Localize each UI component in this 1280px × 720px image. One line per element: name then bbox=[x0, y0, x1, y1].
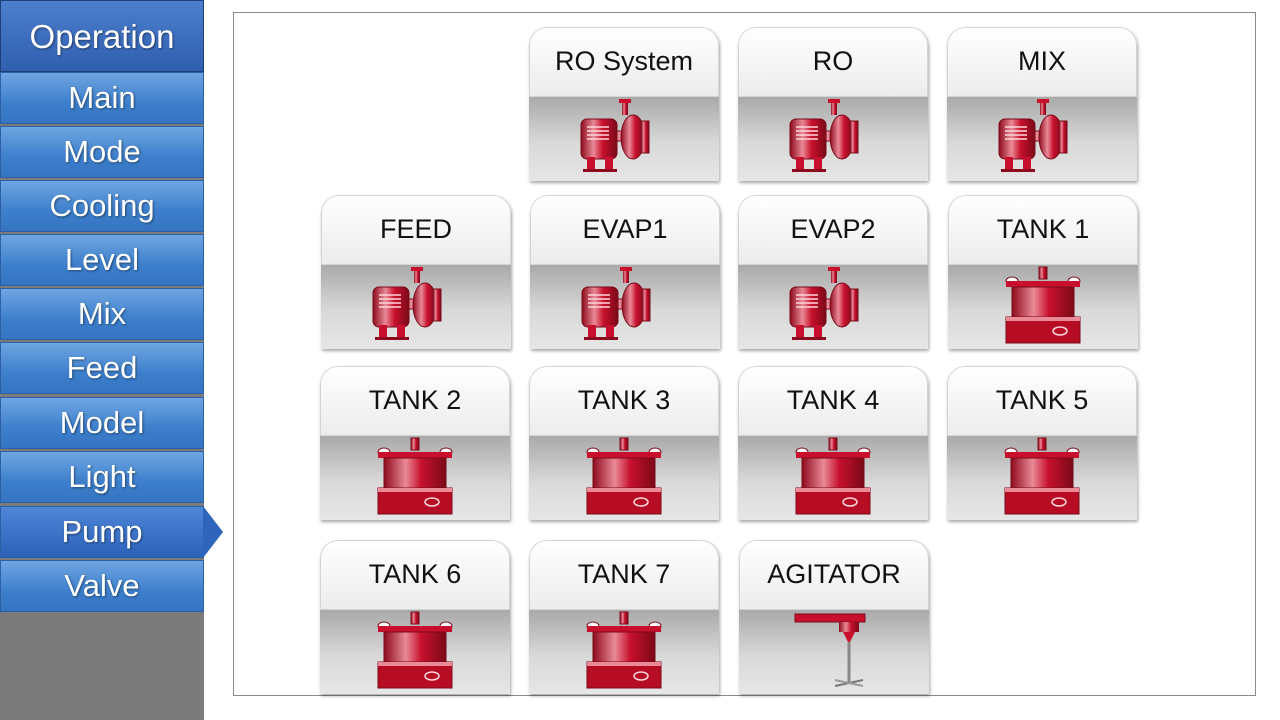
card-evap2[interactable]: EVAP2 bbox=[738, 195, 928, 349]
sidebar: Operation Main Mode Cooling Level Mix Fe… bbox=[0, 0, 204, 720]
tank-icon bbox=[529, 610, 719, 694]
sidebar-item-main[interactable]: Main bbox=[0, 72, 204, 124]
card-label: MIX bbox=[947, 27, 1137, 97]
sidebar-item-feed[interactable]: Feed bbox=[0, 342, 204, 394]
card-label: TANK 7 bbox=[529, 540, 719, 610]
card-tank-2[interactable]: TANK 2 bbox=[320, 366, 510, 520]
card-label: EVAP1 bbox=[530, 195, 720, 265]
sidebar-item-light[interactable]: Light bbox=[0, 451, 204, 503]
sidebar-item-cooling[interactable]: Cooling bbox=[0, 180, 204, 232]
card-mix[interactable]: MIX bbox=[947, 27, 1137, 181]
sidebar-item-valve[interactable]: Valve bbox=[0, 560, 204, 612]
card-tank-5[interactable]: TANK 5 bbox=[947, 366, 1137, 520]
pump-icon bbox=[529, 97, 719, 181]
tank-icon bbox=[948, 265, 1138, 349]
tank-icon bbox=[529, 436, 719, 520]
sidebar-item-level[interactable]: Level bbox=[0, 234, 204, 286]
card-tank-6[interactable]: TANK 6 bbox=[320, 540, 510, 694]
card-label: TANK 5 bbox=[947, 366, 1137, 436]
sidebar-item-mix[interactable]: Mix bbox=[0, 288, 204, 340]
tank-icon bbox=[738, 436, 928, 520]
pump-icon bbox=[738, 97, 928, 181]
tank-icon bbox=[947, 436, 1137, 520]
card-tank-3[interactable]: TANK 3 bbox=[529, 366, 719, 520]
card-tank-7[interactable]: TANK 7 bbox=[529, 540, 719, 694]
card-label: RO bbox=[738, 27, 928, 97]
card-label: TANK 2 bbox=[320, 366, 510, 436]
card-label: RO System bbox=[529, 27, 719, 97]
active-indicator-arrow bbox=[203, 506, 223, 558]
card-label: AGITATOR bbox=[739, 540, 929, 610]
card-label: EVAP2 bbox=[738, 195, 928, 265]
card-feed[interactable]: FEED bbox=[321, 195, 511, 349]
sidebar-item-mode[interactable]: Mode bbox=[0, 126, 204, 178]
card-ro-system[interactable]: RO System bbox=[529, 27, 719, 181]
card-tank-1[interactable]: TANK 1 bbox=[948, 195, 1138, 349]
card-agitator[interactable]: AGITATOR bbox=[739, 540, 929, 694]
card-ro[interactable]: RO bbox=[738, 27, 928, 181]
sidebar-header: Operation bbox=[0, 0, 204, 72]
card-label: TANK 1 bbox=[948, 195, 1138, 265]
sidebar-item-pump[interactable]: Pump bbox=[0, 506, 204, 558]
card-label: TANK 4 bbox=[738, 366, 928, 436]
card-evap1[interactable]: EVAP1 bbox=[530, 195, 720, 349]
sidebar-item-model[interactable]: Model bbox=[0, 397, 204, 449]
tank-icon bbox=[320, 610, 510, 694]
agitator-icon bbox=[739, 610, 929, 694]
pump-panel: RO System RO MIX FEED EV bbox=[233, 12, 1256, 696]
card-label: TANK 3 bbox=[529, 366, 719, 436]
card-tank-4[interactable]: TANK 4 bbox=[738, 366, 928, 520]
card-label: TANK 6 bbox=[320, 540, 510, 610]
pump-icon bbox=[530, 265, 720, 349]
pump-icon bbox=[947, 97, 1137, 181]
card-label: FEED bbox=[321, 195, 511, 265]
tank-icon bbox=[320, 436, 510, 520]
pump-icon bbox=[738, 265, 928, 349]
pump-icon bbox=[321, 265, 511, 349]
